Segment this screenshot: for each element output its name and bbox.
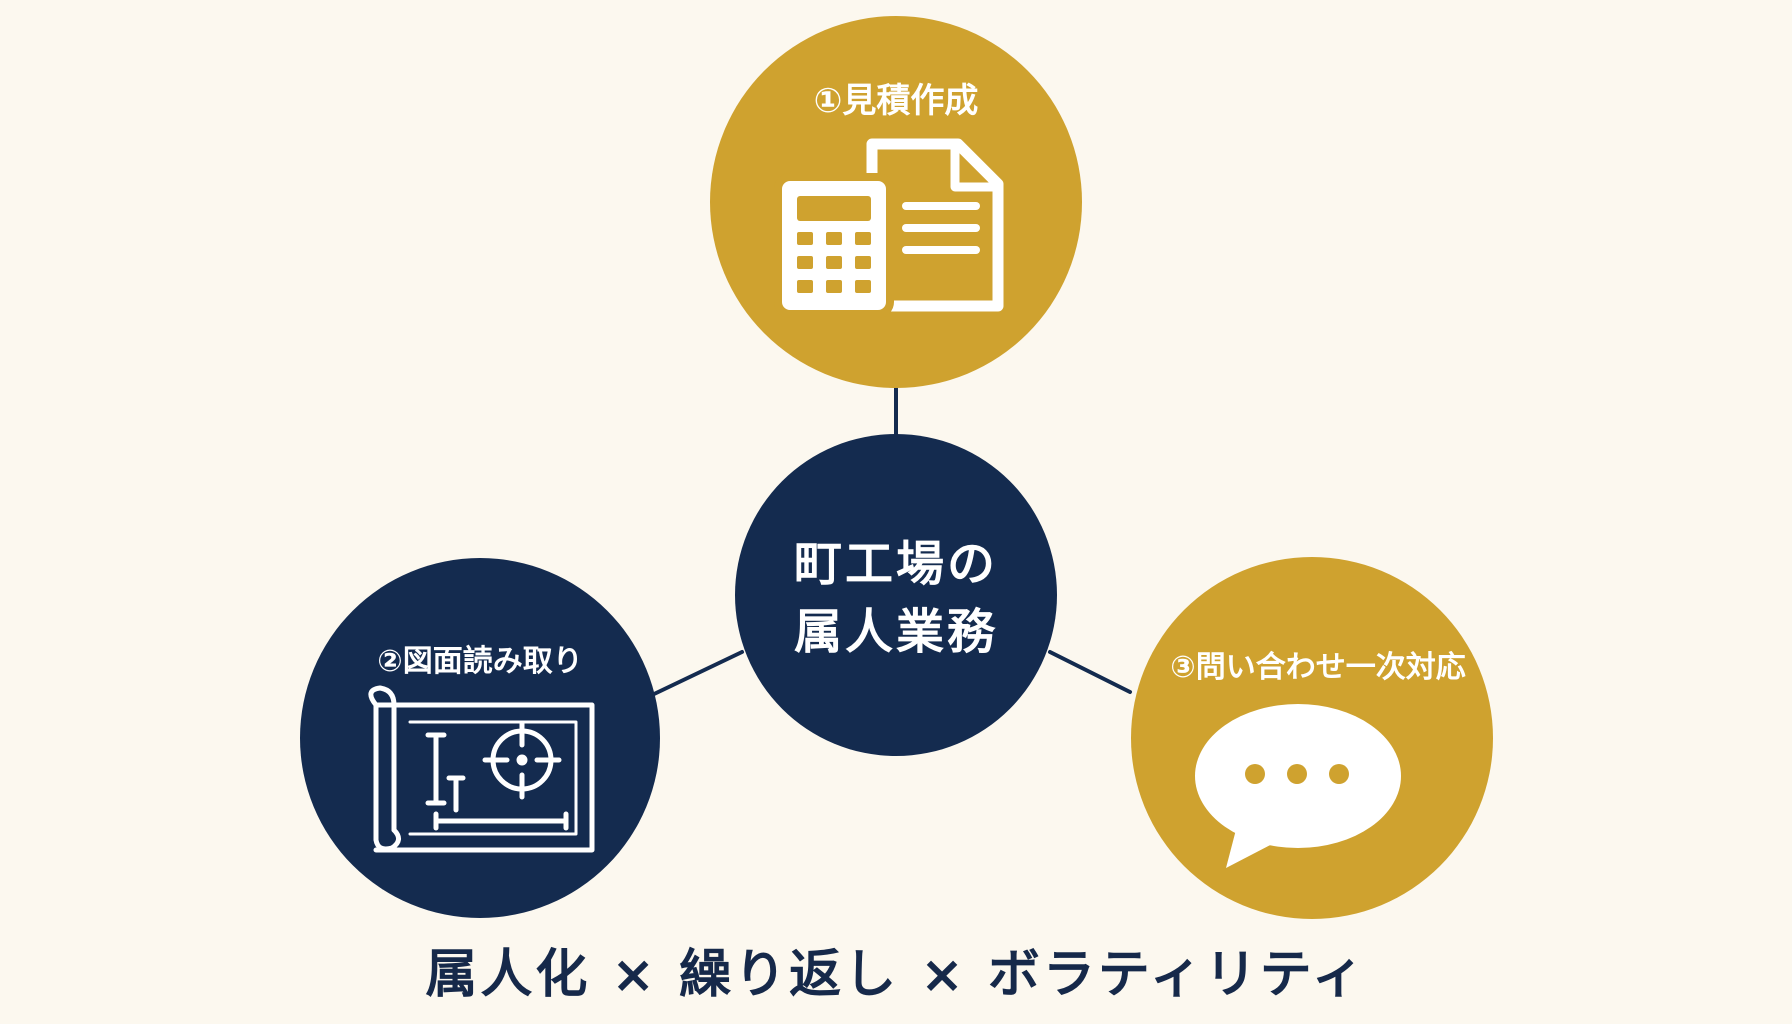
node-inquiry-label: ③問い合わせ一次対応 (1170, 650, 1465, 685)
blueprint-drawing-icon (368, 685, 595, 853)
node-estimate: ①見積作成 (710, 16, 1082, 388)
node-drawing-circle (300, 558, 660, 918)
calculator-document-icon (774, 138, 1004, 318)
node-estimate-label: ①見積作成 (814, 81, 979, 121)
node-drawing: ②図面読み取り (300, 558, 660, 918)
node-drawing-label: ②図面読み取り (377, 644, 582, 679)
speech-bubble-icon (1195, 704, 1401, 868)
connector-right (1048, 650, 1132, 694)
node-center-circle (735, 434, 1057, 756)
node-center: 町工場の 属人業務 (735, 434, 1057, 756)
center-title-line2: 属人業務 (794, 604, 998, 660)
node-estimate-circle (710, 16, 1082, 388)
node-inquiry: ③問い合わせ一次対応 (1131, 557, 1493, 919)
connector-left (650, 650, 744, 697)
footer-caption: 属人化 × 繰り返し × ボラティリティ (425, 945, 1367, 1005)
center-title-line1: 町工場の (794, 536, 998, 592)
connectors (650, 383, 1132, 697)
